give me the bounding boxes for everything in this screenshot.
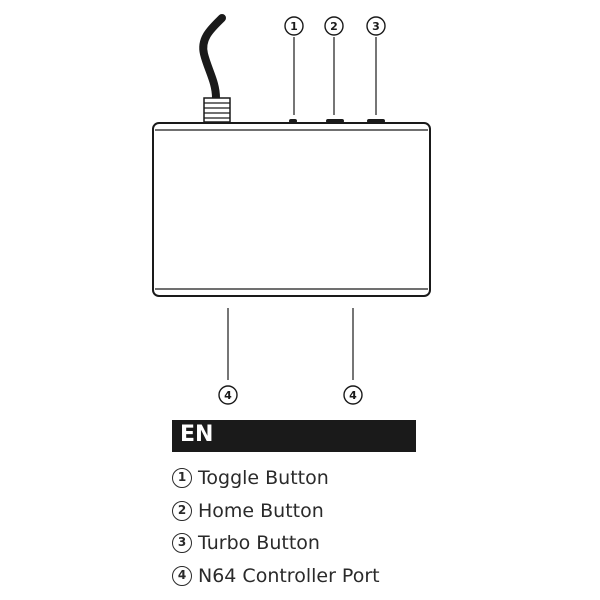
svg-text:1: 1	[290, 20, 298, 33]
legend-item: 3 Turbo Button	[172, 527, 380, 560]
legend-label: Home Button	[198, 499, 324, 522]
legend-marker: 3	[172, 533, 192, 554]
legend-label: Toggle Button	[198, 467, 329, 490]
svg-text:3: 3	[372, 20, 380, 33]
legend-list: 1 Toggle Button 2 Home Button 3 Turbo Bu…	[172, 462, 380, 592]
language-label: EN	[180, 422, 214, 447]
legend-marker: 4	[172, 565, 192, 586]
legend-marker: 1	[172, 468, 192, 489]
legend-label: N64 Controller Port	[198, 564, 380, 587]
cable	[199, 14, 226, 102]
device-diagram: 1 2 3 4 4	[152, 14, 431, 405]
callout-4-right: 4	[343, 385, 363, 405]
language-header: EN	[172, 420, 416, 452]
device-body	[152, 122, 431, 297]
legend-item: 4 N64 Controller Port	[172, 560, 380, 593]
svg-text:4: 4	[349, 389, 357, 402]
legend-item: 1 Toggle Button	[172, 462, 380, 495]
legend-marker: 2	[172, 500, 192, 521]
callout-2: 2	[324, 16, 344, 36]
callout-1: 1	[284, 16, 304, 36]
svg-text:2: 2	[330, 20, 338, 33]
legend-item: 2 Home Button	[172, 495, 380, 528]
callout-4-left: 4	[218, 385, 238, 405]
svg-text:4: 4	[224, 389, 232, 402]
cable-connector	[203, 97, 231, 123]
legend-label: Turbo Button	[198, 532, 320, 555]
callout-3: 3	[366, 16, 386, 36]
